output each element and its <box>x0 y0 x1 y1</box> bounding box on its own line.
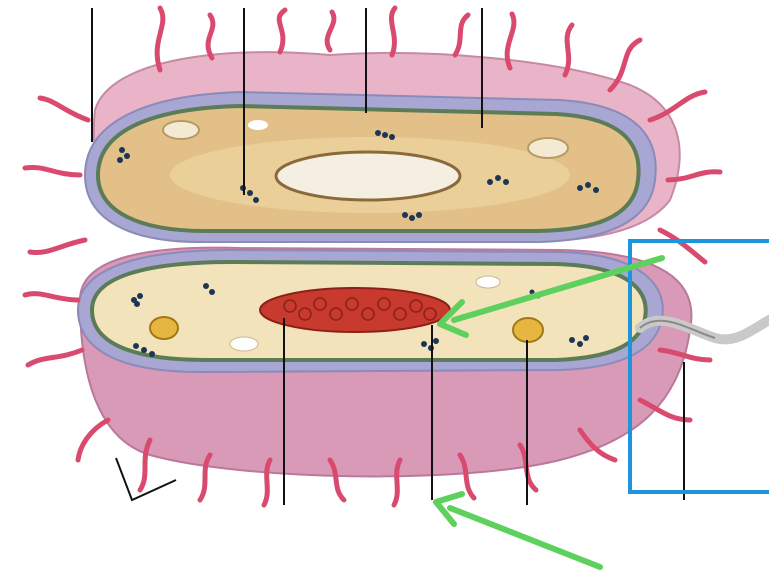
upper-groove <box>276 152 460 200</box>
storage-granule <box>513 318 543 342</box>
lower-vacuole <box>230 337 258 351</box>
arrow-to-leader-line-shaft <box>450 508 600 567</box>
upper-vacuole <box>528 138 568 158</box>
lower-vacuole <box>476 276 500 288</box>
upper-vacuole <box>163 121 199 139</box>
storage-granule <box>150 317 178 339</box>
upper-vacuole <box>248 120 268 130</box>
